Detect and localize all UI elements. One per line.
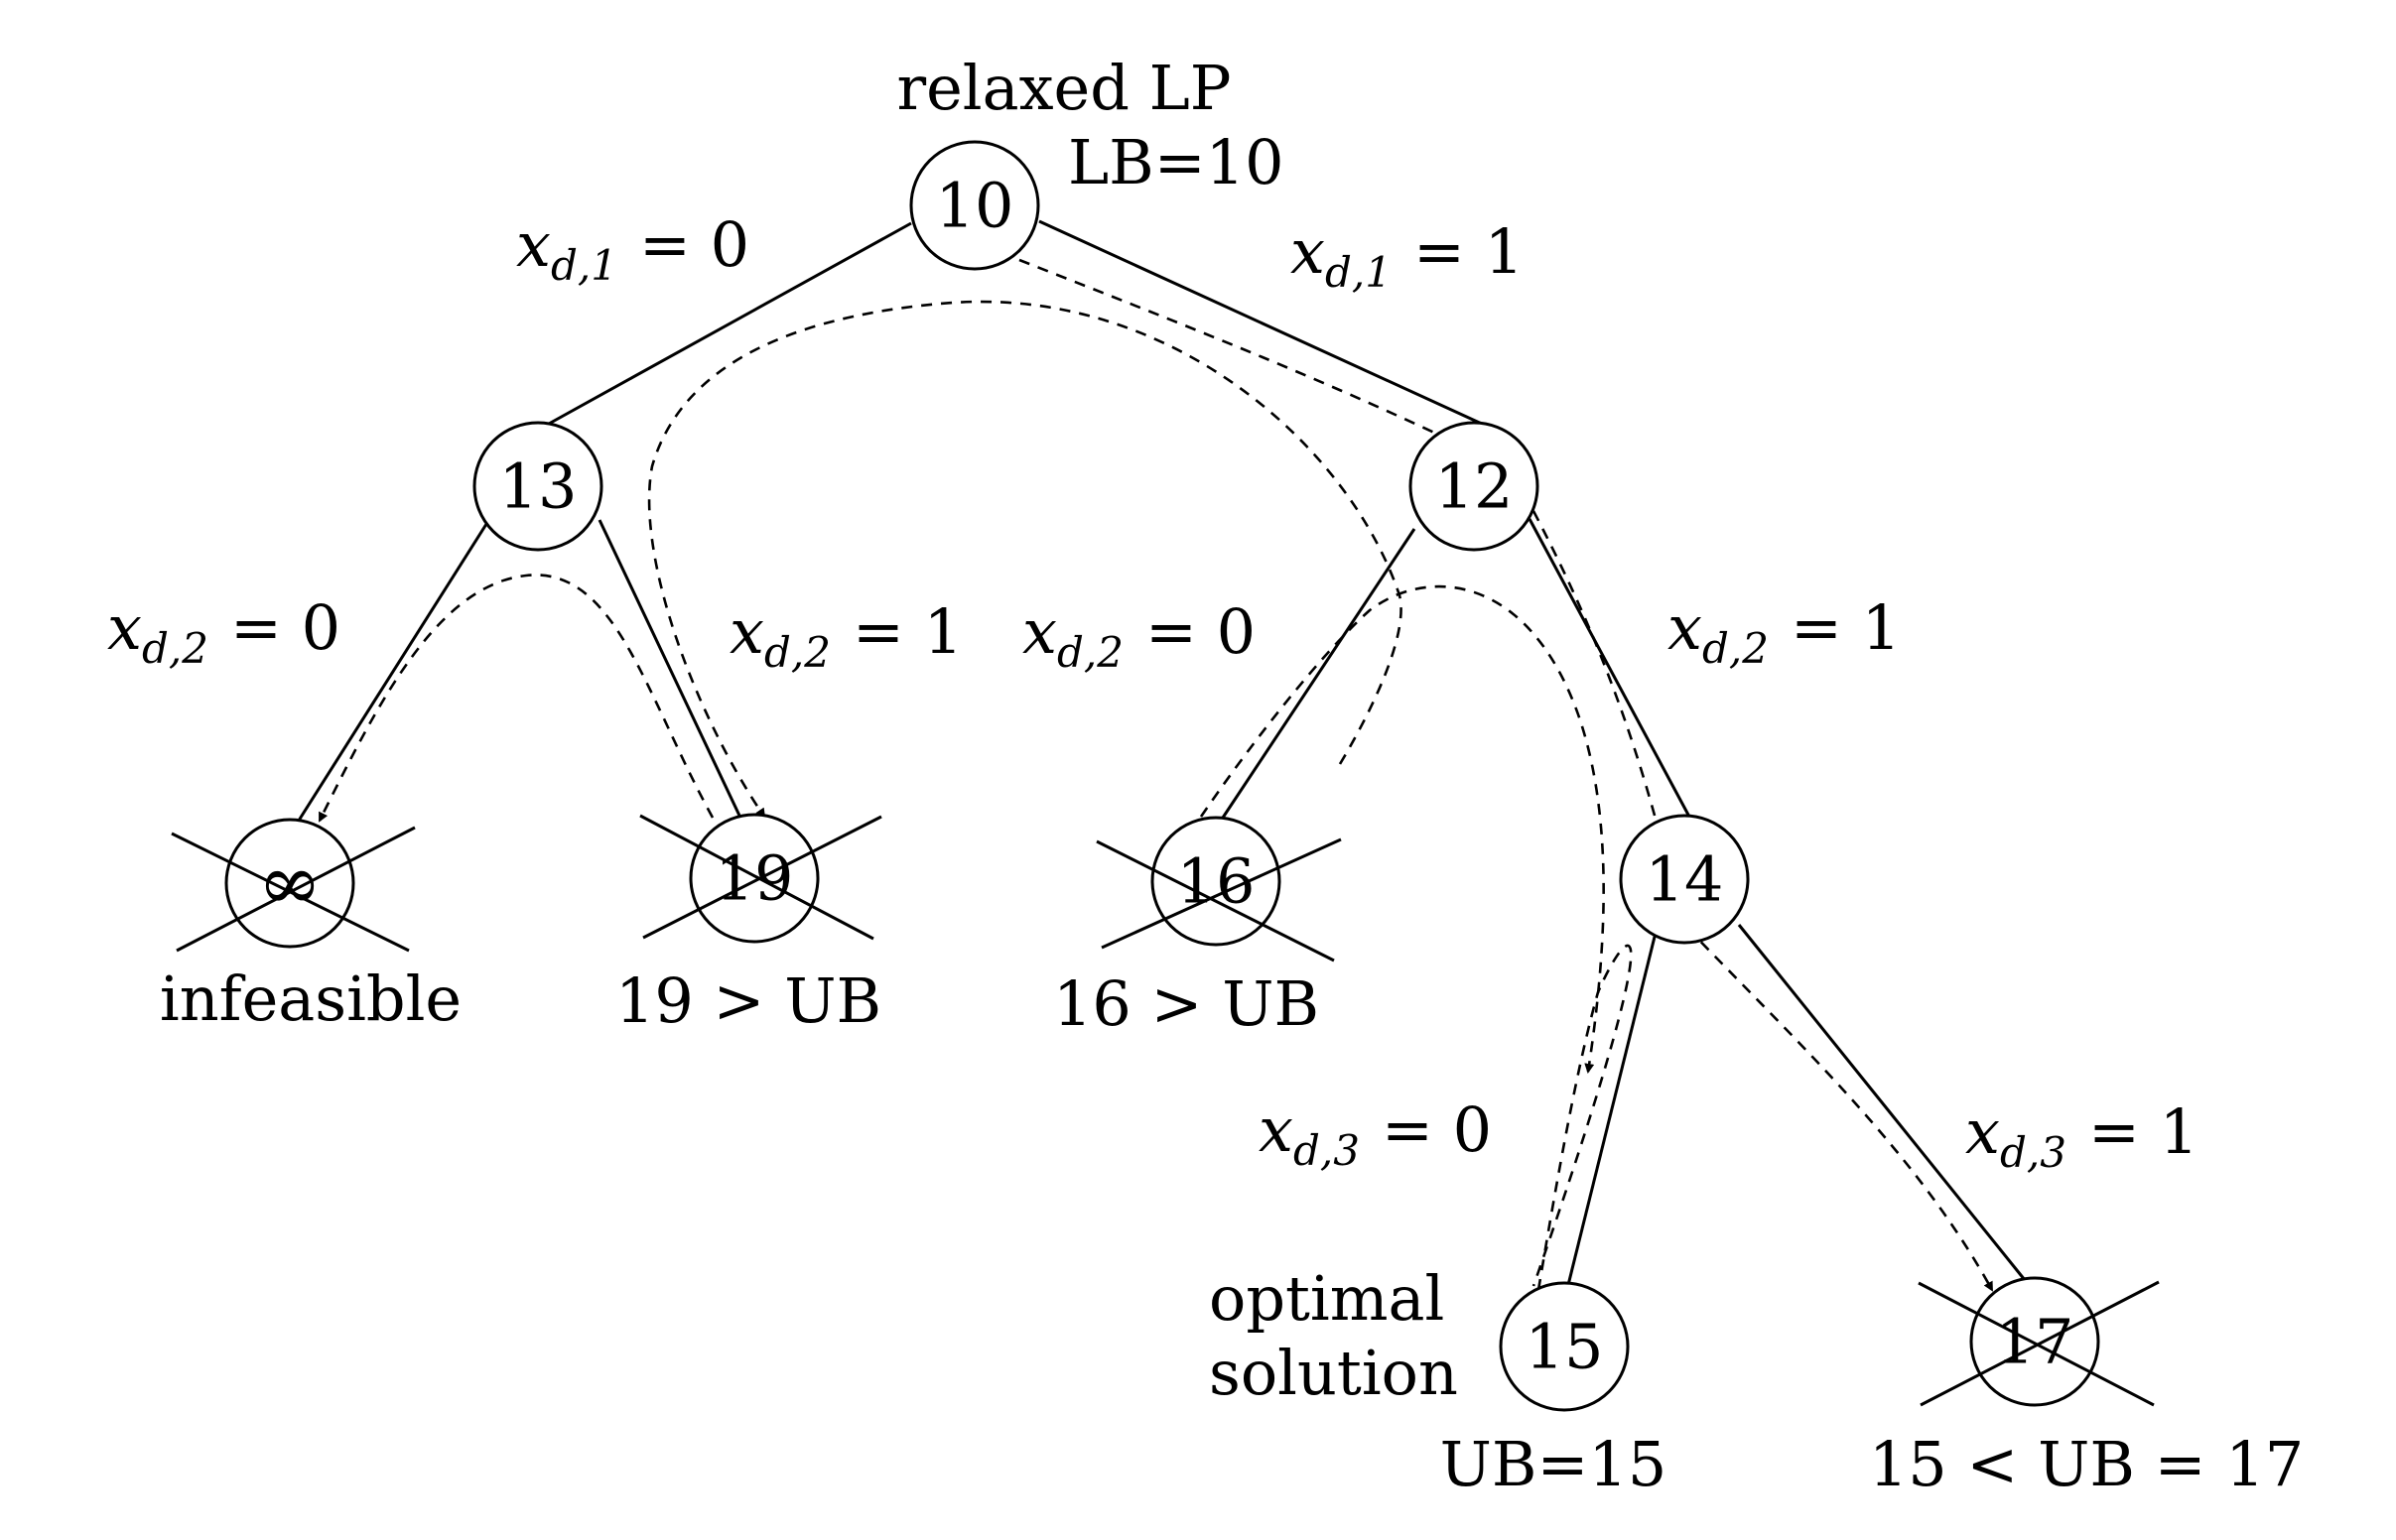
- optimal-label: optimal: [1209, 1262, 1444, 1335]
- search-path-12-14: [1531, 510, 1662, 834]
- search-path-19-16: [1199, 584, 1605, 1074]
- edge-14-17: [1737, 924, 2027, 1281]
- node-value: 17: [1996, 1306, 2074, 1378]
- edge-12-14: [1528, 518, 1691, 818]
- solution-label: solution: [1209, 1337, 1458, 1409]
- branch-label-b2-rr: xd,2= 1: [1667, 591, 1901, 673]
- node-value: 10: [936, 170, 1014, 242]
- search-path: [318, 258, 1994, 1292]
- node-lr: 19: [639, 813, 882, 944]
- tree-edges: [295, 219, 2027, 1286]
- branch-label-b3-l: xd,3= 0: [1259, 1093, 1492, 1175]
- node-left: 13: [472, 421, 603, 552]
- node-rrl: 15: [1499, 1281, 1630, 1412]
- node-value: ∞: [258, 838, 323, 928]
- node-ll: ∞: [171, 818, 416, 953]
- pruned-cross-line: [1920, 1280, 2160, 1407]
- node-root: 10: [909, 140, 1040, 271]
- edge-13-inf: [295, 520, 490, 825]
- node-value: 16: [1177, 845, 1256, 918]
- search-path-13-inf: [318, 574, 715, 823]
- rl-note-label: 16 > UB: [1053, 967, 1319, 1040]
- pruned-cross-line: [176, 826, 416, 953]
- node-value: 15: [1526, 1311, 1604, 1383]
- node-value: 19: [716, 842, 794, 915]
- branch-label-b1-left: xd,1= 0: [516, 208, 749, 290]
- branch-label-b1-right: xd,1= 1: [1290, 215, 1524, 297]
- branch-label-b2-lr: xd,2= 1: [730, 595, 963, 677]
- node-value: 12: [1435, 450, 1514, 523]
- node-value: 13: [499, 450, 578, 523]
- edge-13-19: [598, 519, 742, 819]
- branch-label-b3-r: xd,3= 1: [1965, 1095, 2198, 1177]
- search-path-16-15: [1531, 944, 1633, 1291]
- node-value: 14: [1646, 843, 1724, 916]
- branch-labels: xd,1= 0 xd,1= 1 xd,2= 0 xd,2= 1 xd,2= 0 …: [107, 208, 2198, 1177]
- lr-note-label: 19 > UB: [615, 964, 881, 1037]
- rrr-note-label: 15 < UB = 17: [1869, 1428, 2304, 1500]
- lb-label: LB=10: [1068, 126, 1284, 198]
- branch-label-b2-rl: xd,2= 0: [1022, 595, 1256, 677]
- pruned-cross-line: [642, 815, 882, 940]
- search-path-14-17: [1686, 927, 1994, 1292]
- edge-10-12: [1038, 219, 1485, 427]
- search-path-inf-19: [647, 300, 1402, 819]
- node-rl: 16: [1096, 816, 1342, 962]
- edge-12-16: [1219, 528, 1416, 822]
- infeasible-label: infeasible: [160, 962, 462, 1035]
- pruned-cross-line: [1096, 839, 1335, 962]
- node-rr: 14: [1619, 814, 1750, 945]
- edge-10-13: [548, 221, 912, 426]
- annotations: relaxed LP LB=10 infeasible 19 > UB 16 >…: [160, 52, 2304, 1500]
- pruned-cross-line: [639, 814, 874, 941]
- edge-14-15: [1566, 932, 1658, 1286]
- ub-label: UB=15: [1440, 1428, 1667, 1500]
- relaxed-lp-label: relaxed LP: [896, 52, 1231, 124]
- pruned-cross-line: [1101, 837, 1342, 950]
- node-right: 12: [1408, 421, 1539, 552]
- branch-label-b2-ll: xd,2= 0: [107, 591, 340, 673]
- node-rrr: 17: [1918, 1276, 2160, 1407]
